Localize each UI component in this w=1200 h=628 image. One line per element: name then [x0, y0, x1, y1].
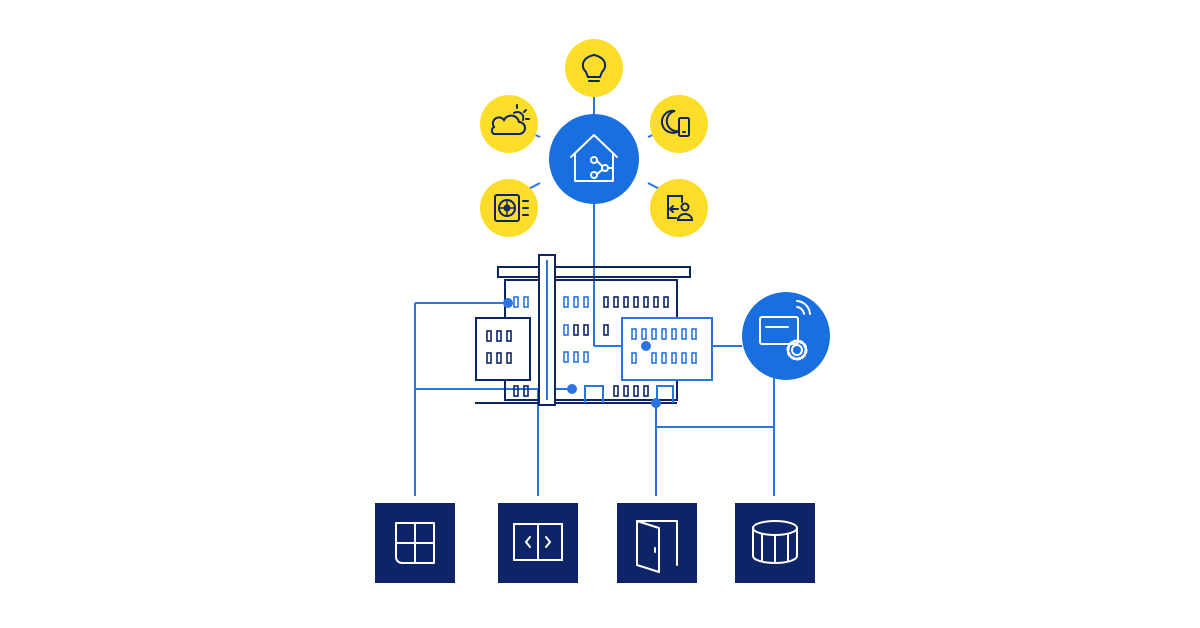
light-bulb-icon: [581, 53, 607, 82]
office-building-icon: [475, 254, 713, 406]
revolving-door-icon: [752, 520, 798, 564]
automation-hub: [549, 114, 639, 204]
open-door-icon: [636, 520, 678, 573]
fan-ventilation-icon: [494, 194, 529, 222]
endpoint-window: [375, 503, 455, 583]
endpoint-sliding-door: [498, 503, 578, 583]
satellite-access: [650, 179, 708, 237]
endpoint-swing-door: [617, 503, 697, 583]
moon-phone-icon: [660, 109, 690, 137]
satellite-lighting: [565, 39, 623, 97]
smart-home-automation-icon: [570, 134, 618, 182]
person-access-icon: [667, 195, 694, 221]
sun-cloud-weather-icon: [490, 104, 530, 135]
connection-nodes: [503, 298, 661, 408]
access-controller-settings-icon: [759, 300, 811, 361]
access-controller: [742, 292, 830, 380]
satellite-ventilation: [480, 179, 538, 237]
satellite-night-mode: [650, 95, 708, 153]
window-icon: [395, 522, 435, 564]
satellite-weather: [480, 95, 538, 153]
sliding-door-icon: [513, 523, 563, 561]
endpoint-revolving-door: [735, 503, 815, 583]
